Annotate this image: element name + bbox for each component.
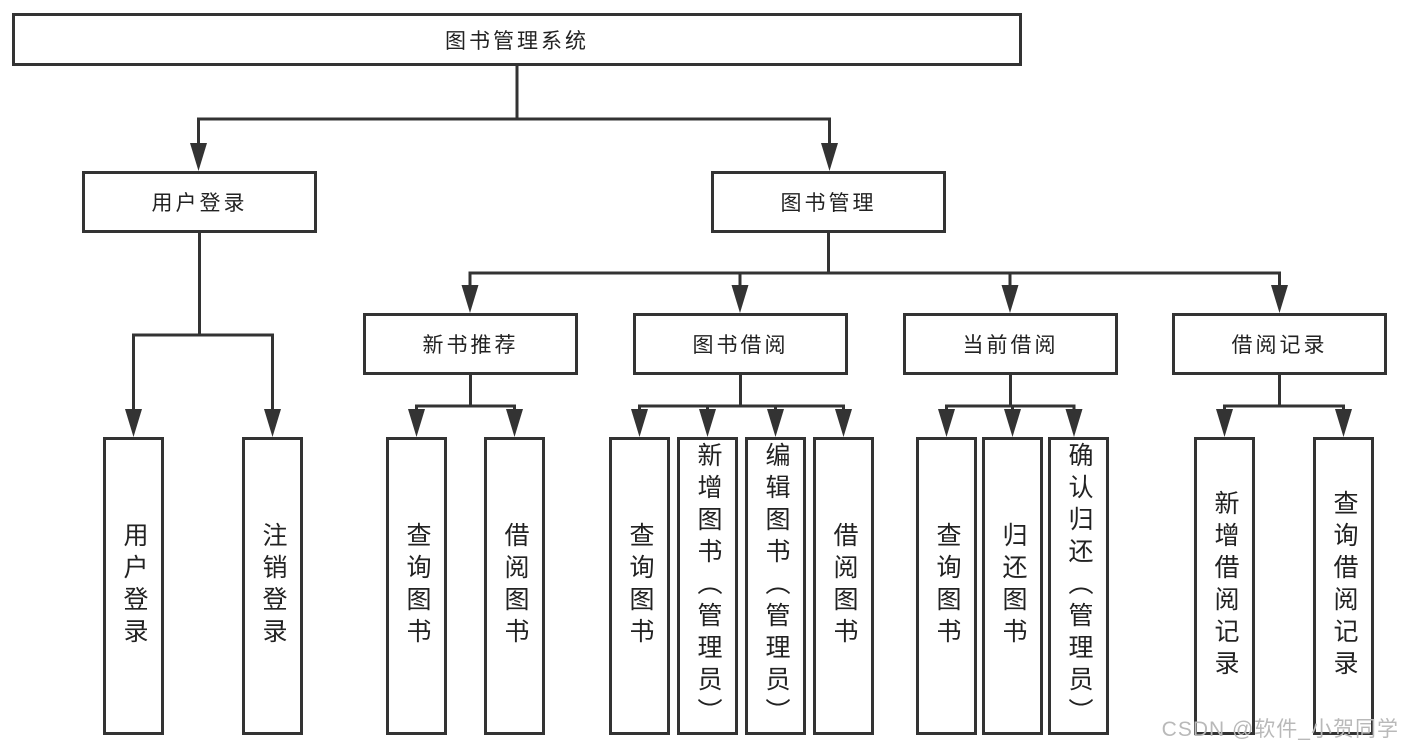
arrowhead: [1004, 409, 1021, 437]
node-user-login: 用户登录: [82, 171, 317, 233]
node-borrow-records: 借阅记录: [1172, 313, 1387, 375]
arrowhead: [731, 285, 749, 313]
connector-root-to-level2: [197, 64, 831, 147]
arrowhead: [1271, 285, 1288, 313]
leaf-user-login-label: 用户登录: [120, 522, 148, 650]
arrowhead: [408, 409, 425, 437]
connector-borrow-records-to-leaves: [1223, 373, 1345, 414]
csdn-watermark: CSDN @软件_小贺同学: [1161, 718, 1399, 741]
leaf-borrow-books-2: 借阅图书: [813, 437, 874, 735]
connector-user-login-to-leaves: [132, 231, 274, 413]
leaf-query-books-3-label: 查询图书: [933, 522, 961, 650]
leaf-edit-books-admin: 编辑图书（管理员）: [745, 437, 806, 735]
arrowhead: [190, 143, 207, 171]
leaf-add-borrow-record: 新增借阅记录: [1194, 437, 1255, 735]
arrowhead: [767, 409, 784, 437]
leaf-query-books-1: 查询图书: [386, 437, 447, 735]
arrowhead: [1216, 409, 1233, 437]
arrowhead: [699, 409, 716, 437]
leaf-edit-books-admin-label: 编辑图书（管理员）: [762, 442, 790, 730]
node-book-borrow: 图书借阅: [633, 313, 848, 375]
leaf-query-books-1-label: 查询图书: [403, 522, 431, 650]
leaf-user-login: 用户登录: [103, 437, 164, 735]
arrowhead: [631, 409, 648, 437]
node-user-login-label: 用户登录: [151, 192, 248, 215]
arrowhead: [1065, 409, 1083, 437]
connector-book-borrow-to-leaves: [638, 373, 845, 414]
node-new-book-recommend-label: 新书推荐: [422, 334, 519, 357]
leaf-add-borrow-record-label: 新增借阅记录: [1211, 490, 1239, 682]
leaf-borrow-books-1: 借阅图书: [484, 437, 545, 735]
leaf-logout-label: 注销登录: [259, 522, 287, 650]
arrowhead: [264, 409, 281, 437]
leaf-logout: 注销登录: [242, 437, 303, 735]
leaf-borrow-books-1-label: 借阅图书: [501, 522, 529, 650]
connector-new-book-recommend-to-leaves: [415, 373, 516, 414]
leaf-return-books-label: 归还图书: [999, 522, 1027, 650]
leaf-query-borrow-record: 查询借阅记录: [1313, 437, 1374, 735]
leaf-query-books-2: 查询图书: [609, 437, 670, 735]
node-root: 图书管理系统: [12, 13, 1022, 66]
node-book-management: 图书管理: [711, 171, 946, 233]
leaf-return-books: 归还图书: [982, 437, 1043, 735]
arrowhead: [1001, 285, 1019, 313]
node-new-book-recommend: 新书推荐: [363, 313, 578, 375]
leaf-borrow-books-2-label: 借阅图书: [830, 522, 858, 650]
node-book-management-label: 图书管理: [780, 192, 877, 215]
node-current-borrow: 当前借阅: [903, 313, 1118, 375]
arrowhead: [821, 143, 838, 171]
leaf-confirm-return-admin-label: 确认归还（管理员）: [1065, 442, 1093, 730]
leaf-query-books-2-label: 查询图书: [626, 522, 654, 650]
leaf-add-books-admin-label: 新增图书（管理员）: [694, 442, 722, 730]
arrowhead: [835, 409, 852, 437]
arrowhead: [125, 409, 142, 437]
leaf-query-borrow-record-label: 查询借阅记录: [1330, 490, 1358, 682]
connector-book-management-to-level3: [468, 231, 1281, 290]
leaf-query-books-3: 查询图书: [916, 437, 977, 735]
node-current-borrow-label: 当前借阅: [962, 334, 1059, 357]
node-book-borrow-label: 图书借阅: [692, 334, 789, 357]
arrowhead: [938, 409, 955, 437]
arrowhead: [461, 285, 479, 313]
node-root-label: 图书管理系统: [445, 29, 589, 53]
arrowhead: [1335, 409, 1352, 437]
connector-current-borrow-to-leaves: [945, 373, 1076, 414]
arrowhead: [506, 409, 523, 437]
node-borrow-records-label: 借阅记录: [1231, 334, 1328, 357]
leaf-add-books-admin: 新增图书（管理员）: [677, 437, 738, 735]
leaf-confirm-return-admin: 确认归还（管理员）: [1048, 437, 1109, 735]
